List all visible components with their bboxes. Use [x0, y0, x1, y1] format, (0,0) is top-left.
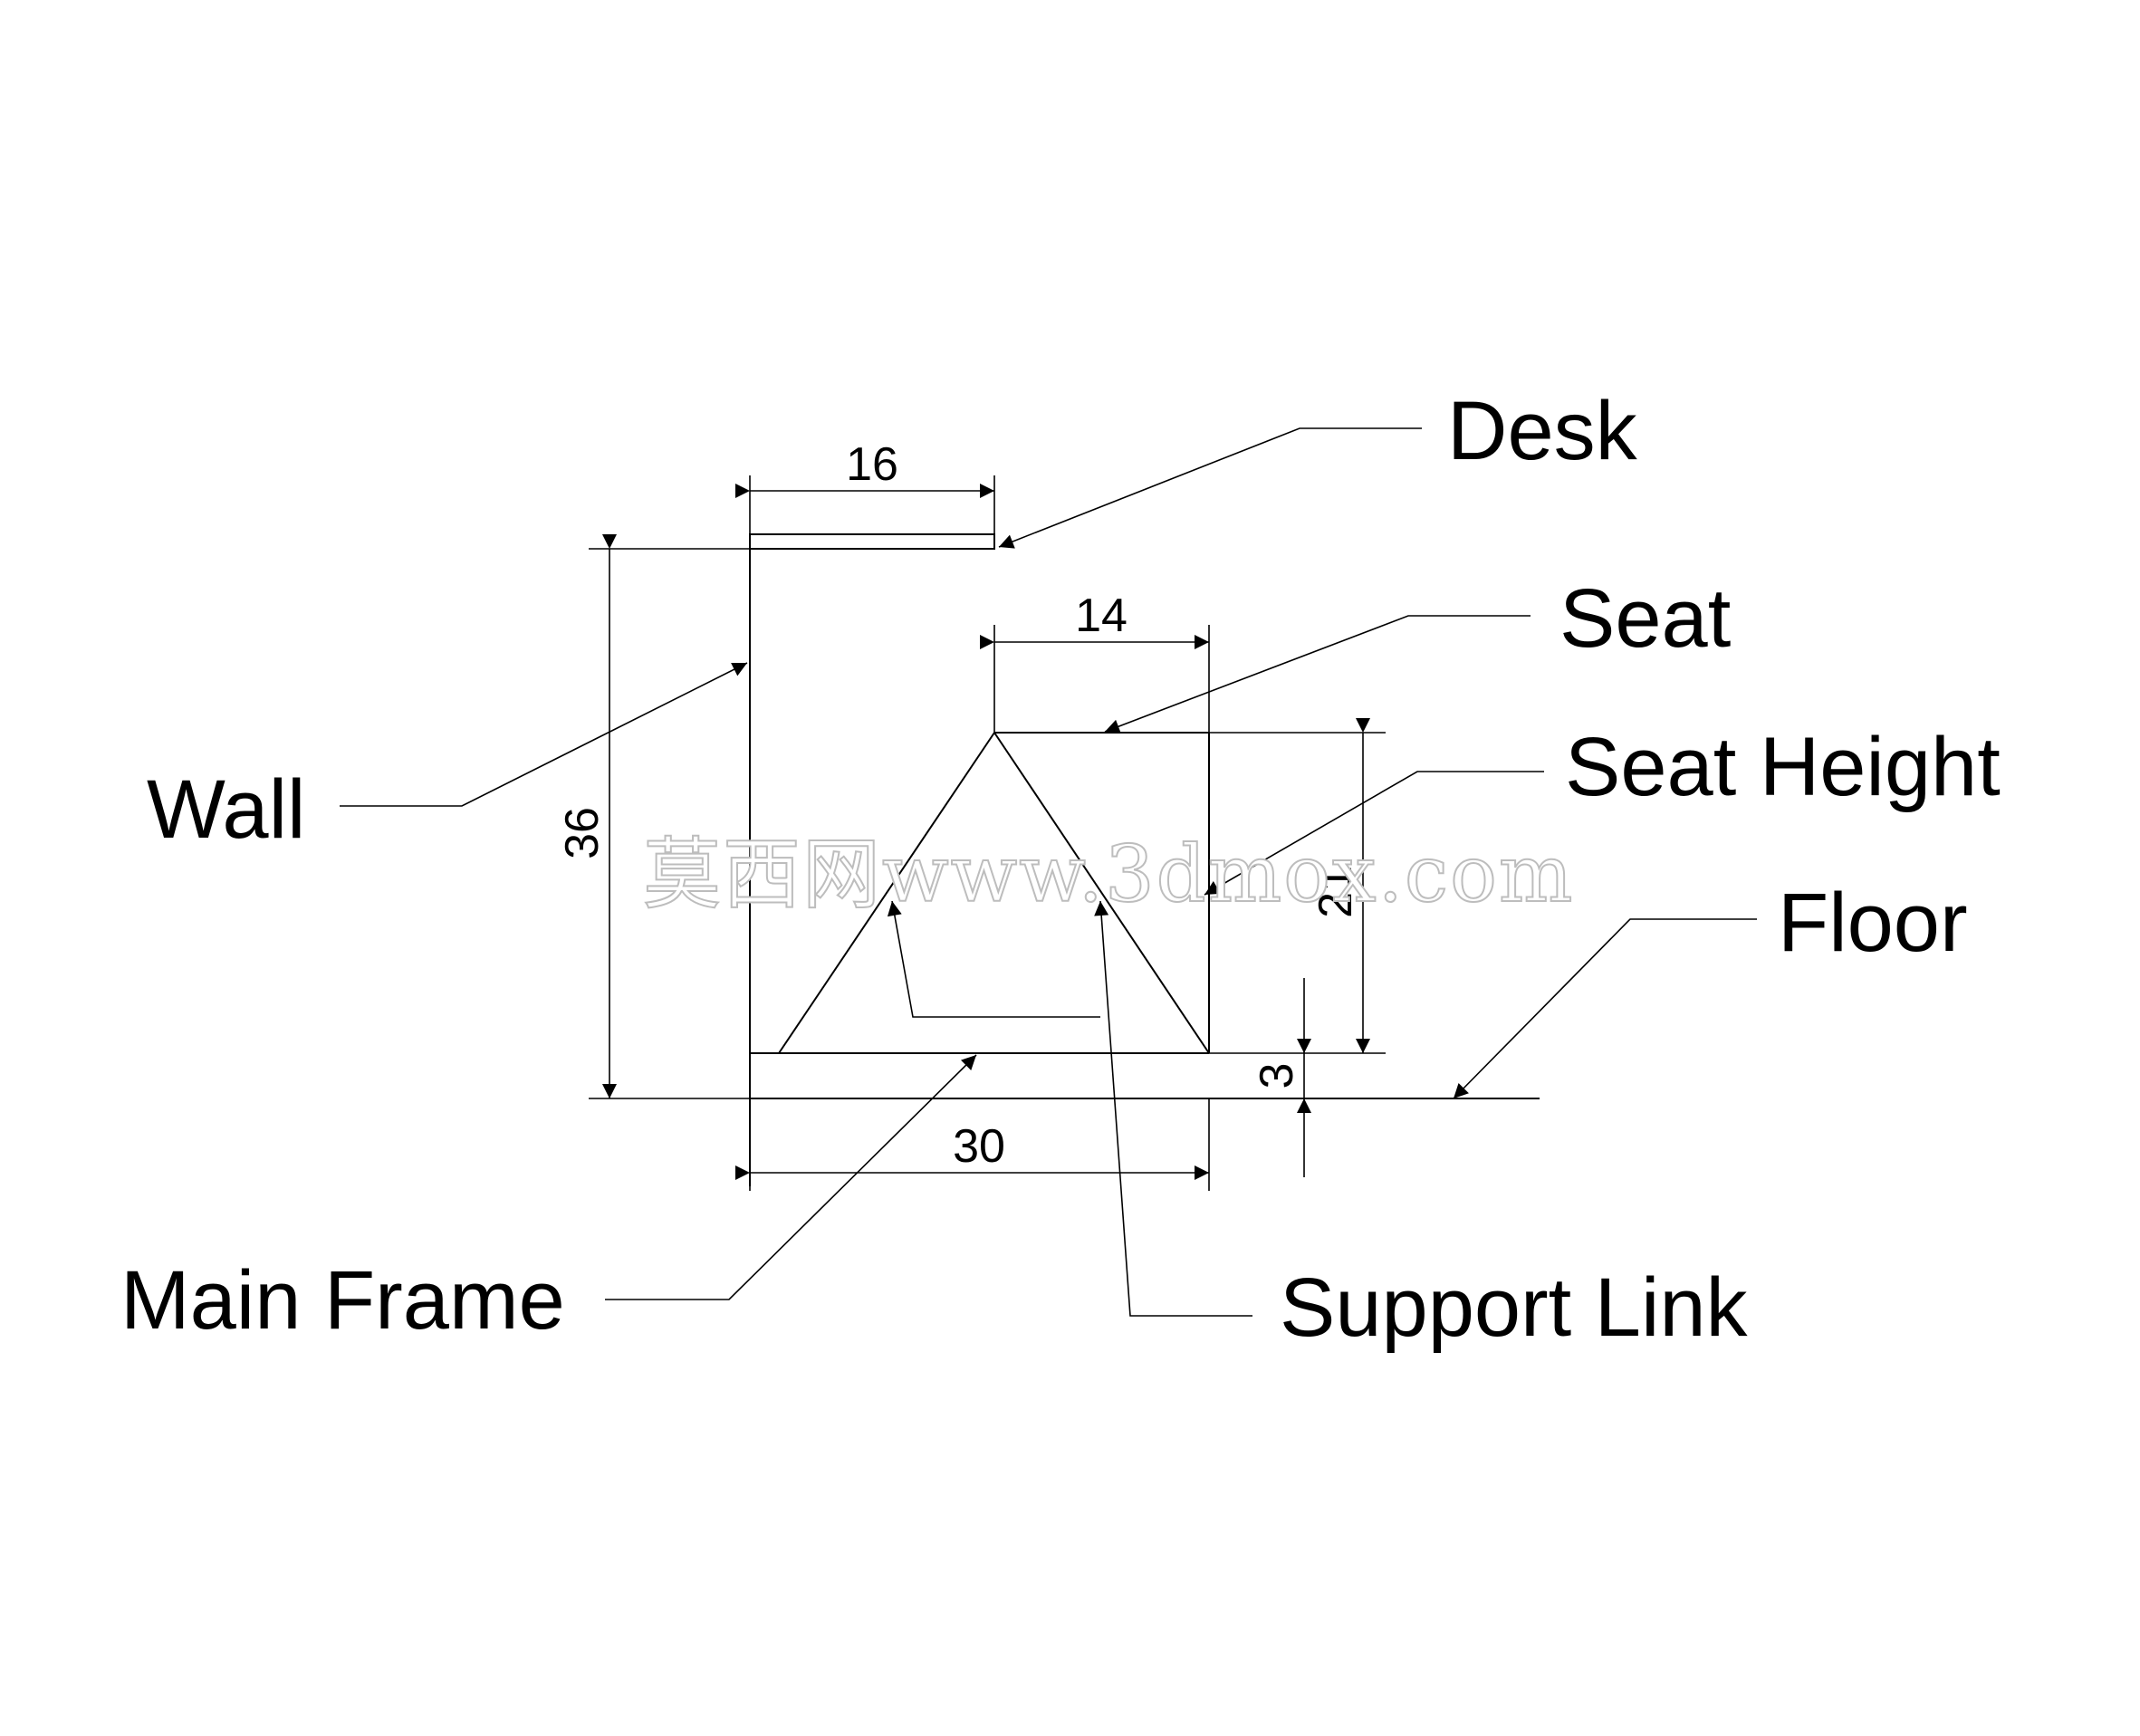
label-seat: Seat	[1559, 572, 1731, 665]
leader-support-link	[1094, 900, 1252, 1317]
dimension-frame-width-value: 30	[953, 1120, 1005, 1173]
label-seat-height: Seat Height	[1565, 721, 2001, 813]
dimension-seat-height: 21	[1310, 718, 1370, 1053]
dimension-overall-height-value: 36	[556, 807, 609, 859]
label-wall: Wall	[147, 763, 305, 856]
leader-support-link-left	[887, 900, 1100, 1018]
dimension-seat-width-value: 14	[1075, 590, 1128, 642]
label-desk: Desk	[1447, 385, 1638, 477]
dimension-seat-height-value: 21	[1310, 866, 1362, 918]
leader-seat	[1104, 615, 1531, 734]
desk-shape	[749, 533, 995, 550]
dimension-overall-height: 36	[556, 534, 617, 1098]
leader-wall	[340, 662, 748, 807]
label-support-link: Support Link	[1280, 1261, 1749, 1354]
dimension-desk-width: 16	[735, 438, 994, 498]
leader-seat-height	[1204, 771, 1544, 896]
dimension-seat-width: 14	[980, 590, 1209, 649]
label-floor: Floor	[1778, 877, 1968, 969]
leader-desk	[998, 427, 1422, 549]
support-link-shape	[778, 732, 1210, 1054]
leader-floor	[1453, 918, 1757, 1099]
dimension-desk-width-value: 16	[846, 438, 898, 491]
dimension-frame-width: 30	[735, 1120, 1209, 1180]
watermark-text: 莫西网www.3dmox.com	[643, 830, 1574, 920]
main-frame-shape	[750, 1052, 1209, 1099]
dimension-frame-thickness-value: 3	[1251, 1063, 1303, 1089]
dimension-frame-thickness: 3	[1251, 978, 1311, 1177]
leader-main-frame	[605, 1054, 977, 1300]
label-main-frame: Main Frame	[120, 1254, 565, 1347]
